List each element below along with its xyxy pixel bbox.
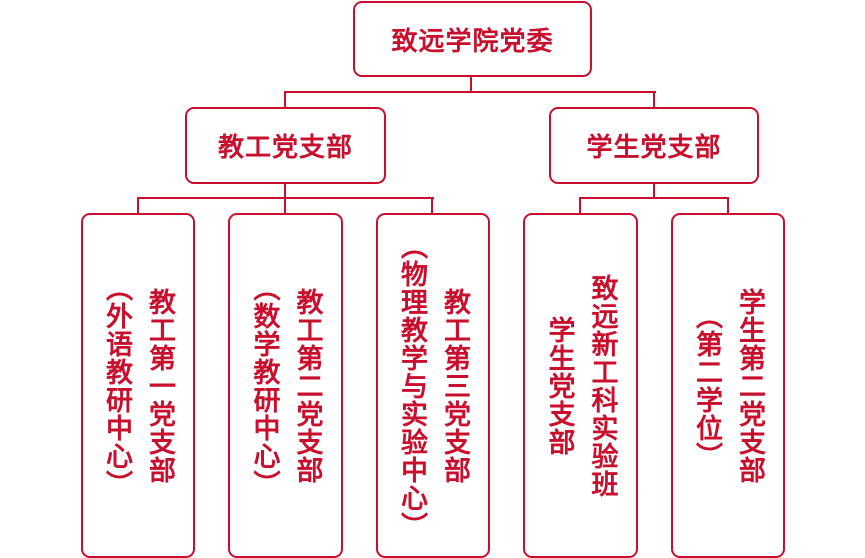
leaf-subtitle: 学生党支部 <box>543 315 575 456</box>
leaf-title: 教工第三党支部 <box>439 287 470 484</box>
leaf-node-staff-3: 教工第三党支部 （物理教学与实验中心） <box>376 213 490 558</box>
branch-node-student: 学生党支部 <box>549 107 759 184</box>
leaf-title: 教工第一党支部 <box>144 287 175 484</box>
connector <box>284 91 656 93</box>
root-node: 致远学院党委 <box>353 1 592 77</box>
leaf-node-student-2: 学生第二党支部 （第二学位） <box>671 213 785 558</box>
leaf-subtitle: （数学教研中心） <box>248 273 280 498</box>
leaf-node-student-1: 致远新工科实验班 学生党支部 <box>523 213 638 558</box>
leaf-title: 学生第二党支部 <box>734 287 765 484</box>
connector <box>470 76 472 93</box>
leaf-subtitle: （物理教学与实验中心） <box>396 231 427 540</box>
leaf-title: 教工第二党支部 <box>291 287 323 484</box>
leaf-node-staff-1: 教工第一党支部 （外语教研中心） <box>81 213 195 558</box>
connector <box>137 197 139 214</box>
connector <box>653 183 655 198</box>
root-label: 致远学院党委 <box>391 26 554 57</box>
connector <box>579 197 581 214</box>
leaf-subtitle: （第二学位） <box>691 301 722 470</box>
branch-label: 教工党支部 <box>217 133 353 163</box>
connector <box>653 91 655 108</box>
connector <box>727 197 729 214</box>
leaf-subtitle: （外语教研中心） <box>101 273 132 498</box>
branch-node-staff: 教工党支部 <box>185 107 386 184</box>
branch-label: 学生党支部 <box>586 133 722 163</box>
connector <box>431 197 433 214</box>
leaf-node-staff-2: 教工第二党支部 （数学教研中心） <box>228 213 343 558</box>
connector <box>579 197 729 199</box>
leaf-title: 致远新工科实验班 <box>586 273 618 498</box>
connector <box>137 197 434 199</box>
connector <box>284 91 286 108</box>
